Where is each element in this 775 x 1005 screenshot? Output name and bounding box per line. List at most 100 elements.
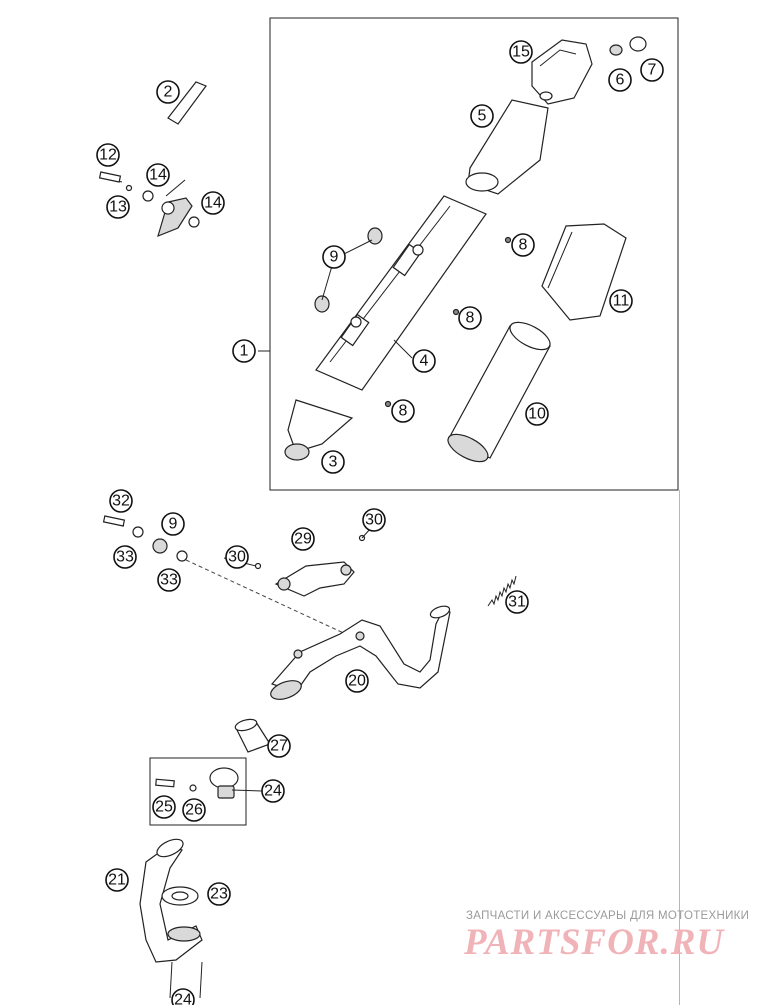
- svg-text:14: 14: [149, 167, 167, 184]
- callout-3: 3: [321, 450, 345, 474]
- svg-text:26: 26: [185, 802, 203, 819]
- part-8-screw-a: [504, 236, 512, 244]
- part-10-insert: [447, 321, 551, 463]
- leader-lines: [165, 179, 413, 792]
- svg-text:29: 29: [294, 531, 312, 548]
- part-2-plate: [167, 81, 207, 125]
- svg-text:2: 2: [164, 84, 173, 101]
- svg-text:9: 9: [330, 249, 339, 266]
- part-31-spring: [487, 575, 517, 607]
- part-9-rubber-upper: [367, 227, 383, 245]
- part-9-rubber-lower: [314, 295, 330, 313]
- svg-text:24: 24: [174, 992, 192, 1005]
- callout-12: 12: [96, 143, 120, 167]
- svg-text:1: 1: [240, 343, 249, 360]
- edge-line: [679, 490, 680, 1005]
- part-26-nut: [189, 784, 197, 792]
- callout-30-left: 30: [225, 545, 249, 569]
- part-8-screw-b: [452, 308, 460, 316]
- part-29-bracket: [274, 561, 355, 597]
- part-15-end-cap: [531, 39, 593, 105]
- callout-10: 10: [525, 402, 549, 426]
- part-8-screw-c: [384, 400, 392, 408]
- callout-33-right: 33: [157, 568, 181, 592]
- svg-text:6: 6: [616, 72, 625, 89]
- callout-15: 15: [509, 40, 533, 64]
- svg-text:8: 8: [519, 237, 528, 254]
- callout-5: 5: [470, 104, 494, 128]
- callout-29: 29: [291, 527, 315, 551]
- svg-text:33: 33: [116, 549, 134, 566]
- callout-25: 25: [152, 795, 176, 819]
- callout-2: 2: [156, 80, 180, 104]
- callout-30-right: 30: [362, 508, 386, 532]
- callout-8-lower: 8: [391, 399, 415, 423]
- svg-text:5: 5: [478, 108, 487, 125]
- svg-text:12: 12: [99, 147, 117, 164]
- svg-text:32: 32: [112, 493, 130, 510]
- svg-text:27: 27: [270, 738, 288, 755]
- part-23-gasket: [161, 886, 199, 906]
- svg-text:15: 15: [512, 44, 530, 61]
- svg-text:13: 13: [109, 199, 127, 216]
- watermark-logo: PARTSFOR.RU: [464, 922, 725, 963]
- part-24-clamp: [209, 767, 239, 799]
- svg-text:24: 24: [264, 783, 282, 800]
- callout-32: 32: [109, 489, 133, 513]
- callout-23: 23: [207, 882, 231, 906]
- svg-text:7: 7: [648, 62, 657, 79]
- mount-hardware-group: [102, 515, 351, 637]
- callout-24-bottom: 24: [171, 988, 195, 1005]
- svg-text:30: 30: [228, 549, 246, 566]
- callout-13: 13: [106, 195, 130, 219]
- callout-6: 6: [608, 68, 632, 92]
- svg-text:23: 23: [210, 886, 228, 903]
- callout-21: 21: [105, 868, 129, 892]
- callout-4: 4: [412, 349, 436, 373]
- callout-26: 26: [182, 798, 206, 822]
- part-5-sleeve: [465, 99, 549, 195]
- callout-7: 7: [640, 58, 664, 82]
- svg-text:3: 3: [329, 454, 338, 471]
- part-3-outlet-cone: [284, 399, 354, 461]
- svg-text:33: 33: [160, 572, 178, 589]
- callout-1: 1: [232, 339, 256, 363]
- svg-text:8: 8: [399, 403, 408, 420]
- callout-9-upper: 9: [322, 245, 346, 269]
- svg-text:4: 4: [420, 353, 429, 370]
- part-27-sleeve: [234, 718, 271, 753]
- svg-text:20: 20: [348, 673, 366, 690]
- svg-text:14: 14: [204, 195, 222, 212]
- part-4-heat-shield: [315, 195, 487, 391]
- silencer-assembly-frame: [269, 17, 679, 491]
- part-25-bolt: [155, 778, 175, 788]
- clamp-group-frame: [149, 757, 247, 826]
- callout-20: 20: [345, 669, 369, 693]
- svg-text:11: 11: [613, 293, 630, 310]
- svg-text:21: 21: [108, 872, 126, 889]
- callout-24-clamp: 24: [261, 779, 285, 803]
- part-21-header-pipe: [139, 838, 203, 999]
- part-20-mid-pipe: [270, 605, 451, 700]
- bracket-group: [98, 171, 200, 238]
- callout-14-left: 14: [146, 163, 170, 187]
- callout-31: 31: [505, 590, 529, 614]
- part-7-cap: [629, 36, 647, 52]
- callout-14-right: 14: [201, 191, 225, 215]
- callout-27: 27: [267, 734, 291, 758]
- callout-8-middle: 8: [458, 306, 482, 330]
- part-6-mesh: [609, 44, 623, 56]
- callout-8-upper: 8: [511, 233, 535, 257]
- svg-text:8: 8: [466, 310, 475, 327]
- svg-text:30: 30: [365, 512, 383, 529]
- callout-11: 11: [609, 289, 633, 313]
- callout-33-left: 33: [113, 545, 137, 569]
- svg-text:10: 10: [528, 406, 546, 423]
- part-11-outer-shell: [541, 223, 627, 321]
- callout-9-lower: 9: [161, 512, 185, 536]
- watermark-tagline: ЗАПЧАСТИ И АКСЕССУАРЫ ДЛЯ МОТОТЕХНИКИ: [466, 910, 750, 922]
- svg-text:9: 9: [169, 516, 178, 533]
- part-30-screw-left: [254, 562, 262, 570]
- svg-text:31: 31: [508, 594, 526, 611]
